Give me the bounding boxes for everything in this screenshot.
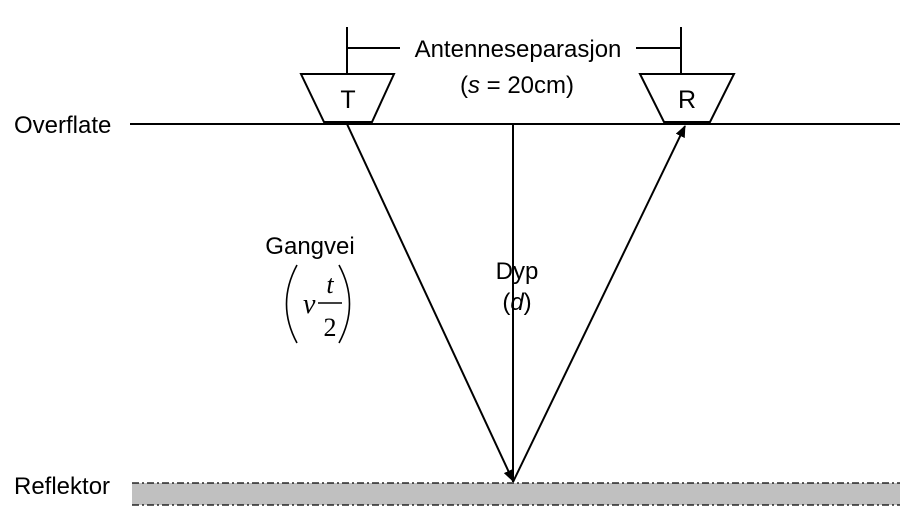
formula-time: t	[326, 270, 334, 299]
reflector-band	[132, 483, 900, 505]
receiver-label: R	[678, 86, 696, 114]
depth-symbol: (d)	[502, 289, 531, 316]
receiver-antenna	[638, 73, 736, 123]
formula-left-paren	[285, 264, 298, 344]
formula-velocity: v	[303, 289, 316, 320]
downgoing-ray	[346, 123, 514, 482]
reflector-label: Reflektor	[14, 473, 110, 500]
formula-right-paren	[338, 264, 351, 344]
separation-value: (s = 20cm)	[460, 72, 574, 99]
path-title: Gangvei	[265, 233, 354, 260]
separation-title: Antenneseparasjon	[415, 36, 622, 63]
surface-label: Overflate	[14, 112, 111, 139]
depth-title: Dyp	[496, 258, 539, 285]
formula-divisor: 2	[324, 313, 337, 342]
transmitter-antenna	[299, 73, 396, 123]
path-formula: v t 2	[285, 264, 351, 344]
transmitter-label: T	[340, 86, 355, 114]
upgoing-ray	[512, 125, 686, 483]
